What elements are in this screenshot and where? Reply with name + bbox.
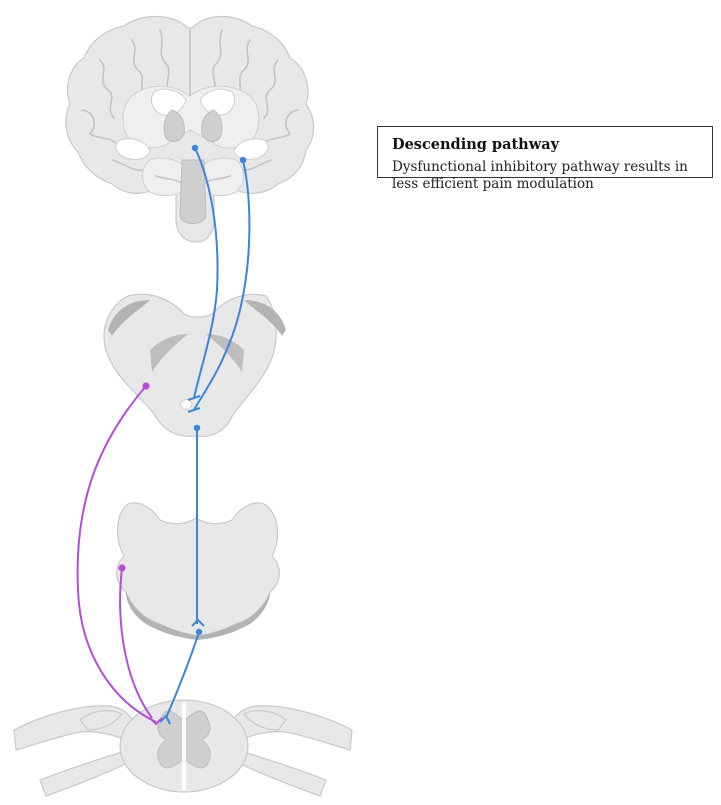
blue-origin-dot-4: [196, 629, 202, 635]
purple-origin-dot-1: [142, 382, 149, 389]
blue-origin-dot-3: [194, 425, 200, 431]
info-body: Dysfunctional inhibitory pathway results…: [392, 159, 698, 193]
blue-origin-dot-2: [240, 157, 246, 163]
purple-origin-dot-2: [118, 564, 125, 571]
info-box: Descending pathway Dysfunctional inhibit…: [377, 126, 713, 178]
spinal-cord-section: [14, 700, 352, 796]
blue-origin-dot-1: [192, 145, 198, 151]
info-title: Descending pathway: [392, 136, 698, 154]
midbrain-section: [104, 294, 286, 436]
brain-coronal-section: [66, 17, 314, 243]
